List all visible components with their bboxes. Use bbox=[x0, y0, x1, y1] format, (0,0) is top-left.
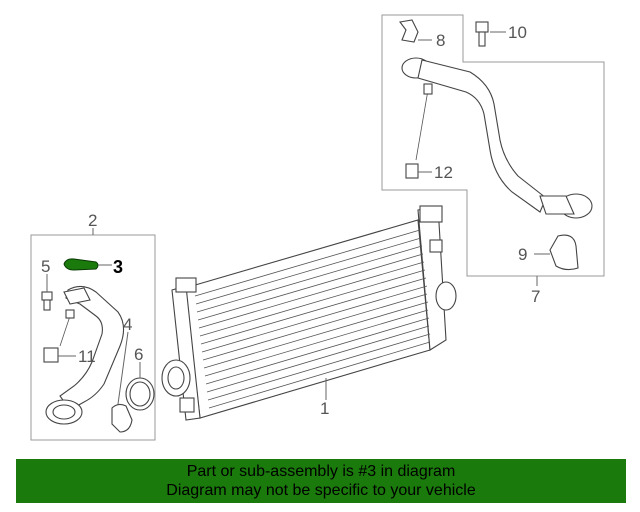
parts-diagram: 1 2 3 4 5 6 7 8 9 10 11 12 bbox=[30, 14, 605, 441]
callout-5: 5 bbox=[41, 257, 50, 276]
info-banner: Part or sub-assembly is #3 in diagram Di… bbox=[16, 459, 626, 503]
intercooler[interactable] bbox=[161, 205, 457, 421]
callout-12: 12 bbox=[434, 163, 453, 182]
callout-8: 8 bbox=[436, 31, 445, 50]
callout-3: 3 bbox=[113, 257, 123, 277]
callout-4: 4 bbox=[123, 315, 132, 334]
o-ring-6[interactable] bbox=[125, 377, 155, 411]
bolt-5[interactable] bbox=[41, 291, 53, 311]
callout-11: 11 bbox=[78, 347, 96, 366]
bolt-10[interactable] bbox=[475, 21, 489, 47]
sensor-11[interactable] bbox=[43, 309, 75, 363]
callout-10: 10 bbox=[508, 23, 527, 42]
banner-line-2: Diagram may not be specific to your vehi… bbox=[166, 482, 476, 499]
callout-6: 6 bbox=[134, 345, 143, 364]
callout-2: 2 bbox=[88, 211, 97, 230]
upper-charge-air-hose[interactable] bbox=[401, 57, 593, 219]
part-3-highlighted[interactable] bbox=[63, 258, 99, 271]
banner-line-1: Part or sub-assembly is #3 in diagram bbox=[186, 463, 456, 480]
clip-8[interactable] bbox=[399, 19, 419, 43]
sensor-12[interactable] bbox=[405, 83, 433, 179]
callout-9: 9 bbox=[518, 245, 527, 264]
callout-1: 1 bbox=[320, 399, 329, 418]
clamp-9[interactable] bbox=[549, 234, 579, 271]
callout-7: 7 bbox=[531, 287, 540, 306]
clamp-4[interactable] bbox=[111, 403, 133, 433]
group-7-box bbox=[381, 14, 605, 277]
lower-charge-air-hose[interactable] bbox=[45, 285, 125, 425]
leader-4 bbox=[117, 331, 129, 405]
